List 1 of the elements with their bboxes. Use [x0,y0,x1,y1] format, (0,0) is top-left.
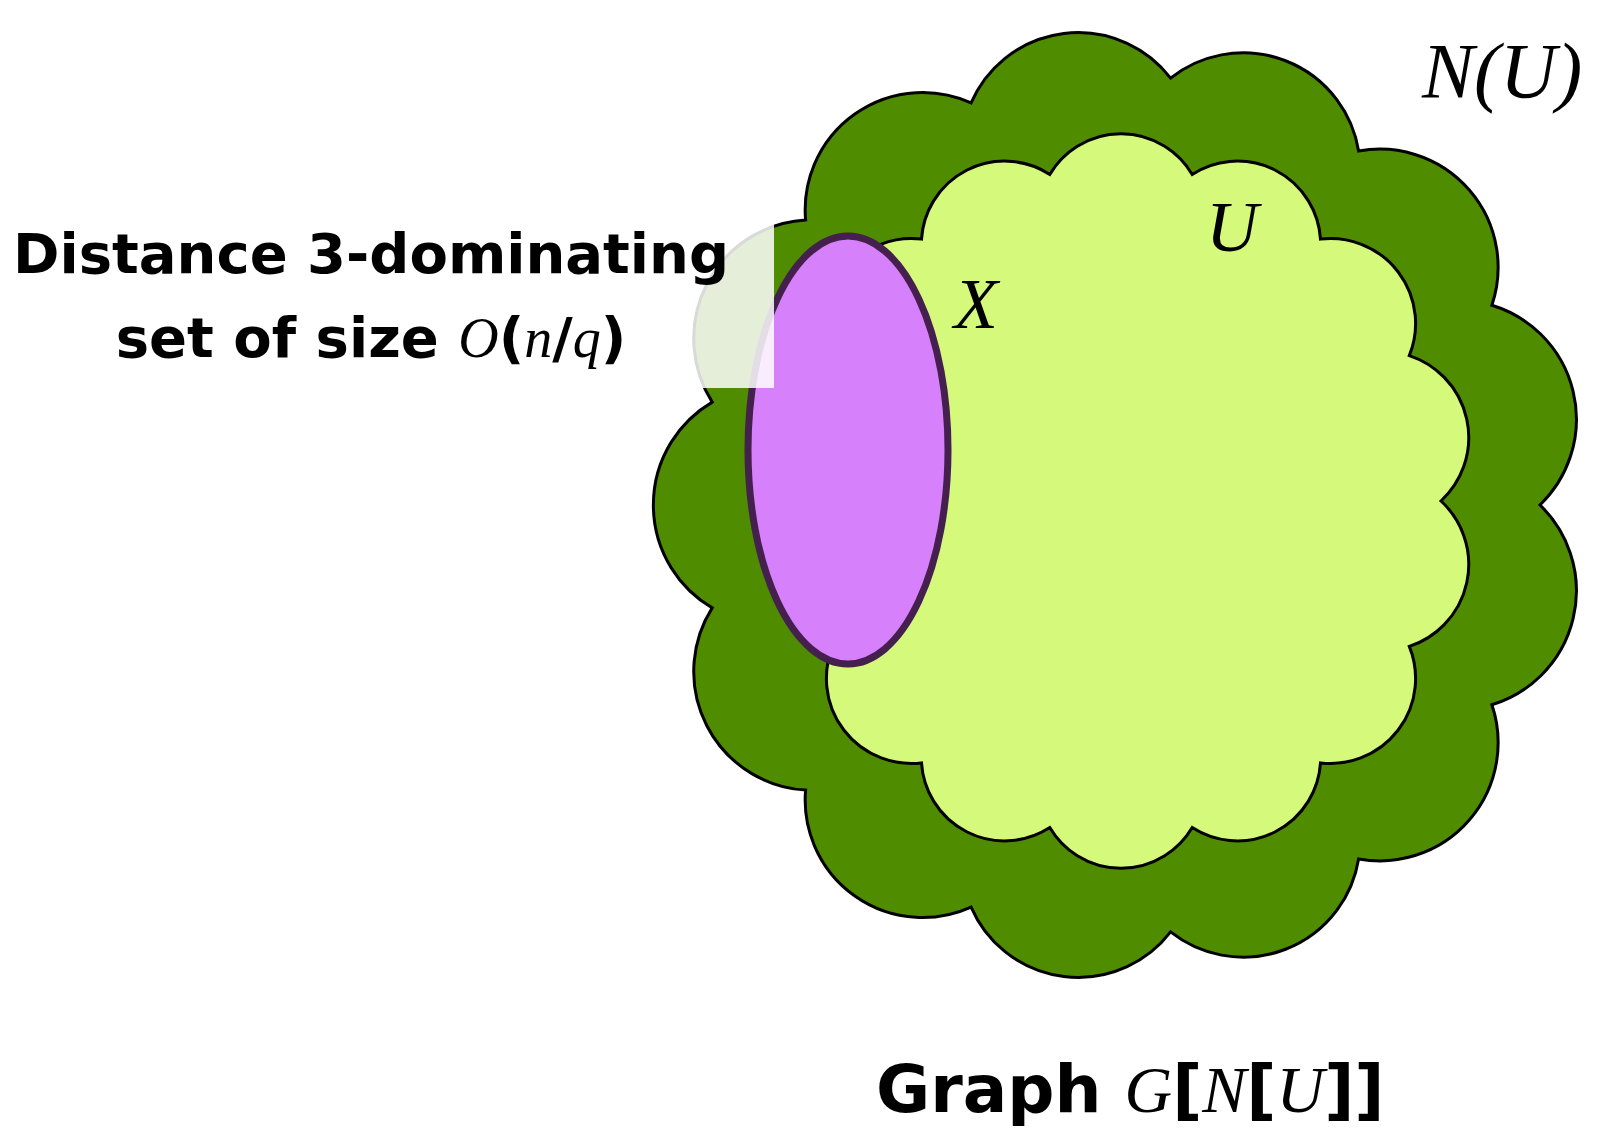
caption: Graph G[N[U]] [876,1050,1385,1130]
